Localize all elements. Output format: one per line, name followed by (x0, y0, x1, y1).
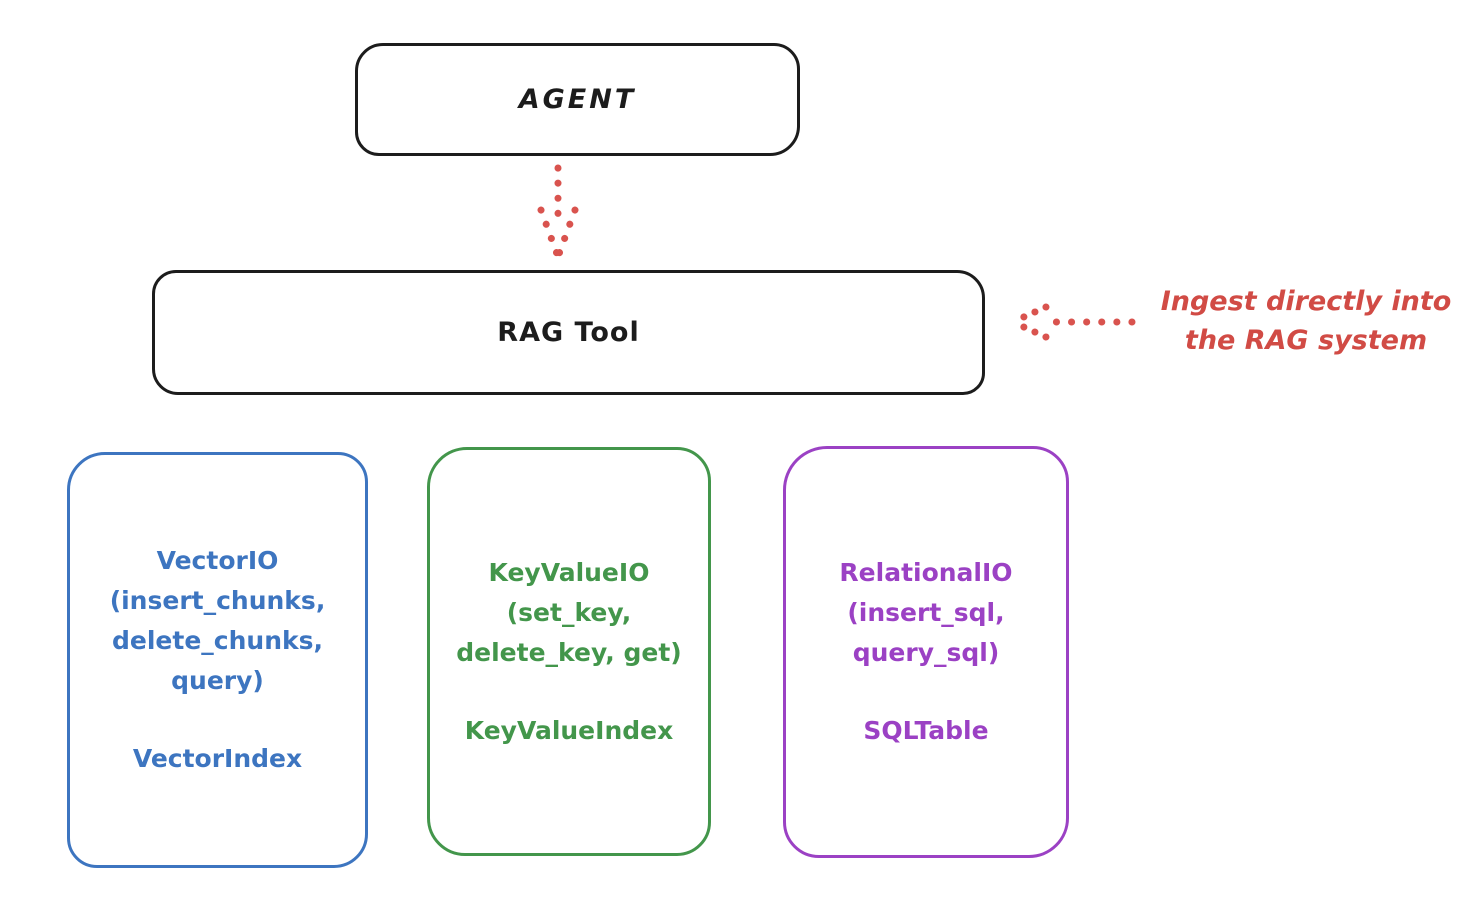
relational-io-title-line: (insert_sql, (847, 598, 1005, 627)
vector-io-title-line: delete_chunks, (112, 626, 323, 655)
relational-io-title-line: RelationalIO (839, 558, 1013, 587)
vector-io-title-line: VectorIO (156, 546, 279, 575)
down-arrow-dotted-icon (537, 164, 579, 258)
left-arrow-dotted-icon (1013, 303, 1136, 341)
relational-io-node: RelationalIO (insert_sql, query_sql) SQL… (783, 446, 1069, 858)
sql-table-label: SQLTable (863, 716, 989, 745)
agent-label: AGENT (518, 84, 637, 115)
ingest-annotation-line2: the RAG system (1184, 325, 1428, 356)
key-value-io-title-line: (set_key, (506, 597, 632, 627)
rag-tool-node: RAG Tool (152, 270, 985, 395)
vector-io-node: VectorIO (insert_chunks, delete_chunks, … (67, 452, 368, 868)
rag-tool-label: RAG Tool (497, 317, 640, 348)
vector-io-title-line: query) (171, 666, 264, 695)
key-value-index-label: KeyValueIndex (464, 715, 674, 745)
vector-index-label: VectorIndex (132, 744, 303, 773)
key-value-io-node: KeyValueIO (set_key, delete_key, get) Ke… (427, 447, 711, 856)
ingest-annotation-line1: Ingest directly into (1160, 286, 1452, 317)
vector-io-title-line: (insert_chunks, (109, 586, 326, 615)
agent-node: AGENT (355, 43, 800, 156)
ingest-annotation: Ingest directly into the RAG system (1128, 282, 1484, 360)
key-value-io-title-line: KeyValueIO (488, 557, 650, 587)
relational-io-title-line: query_sql) (852, 638, 1000, 667)
key-value-io-title-line: delete_key, get) (456, 637, 682, 667)
